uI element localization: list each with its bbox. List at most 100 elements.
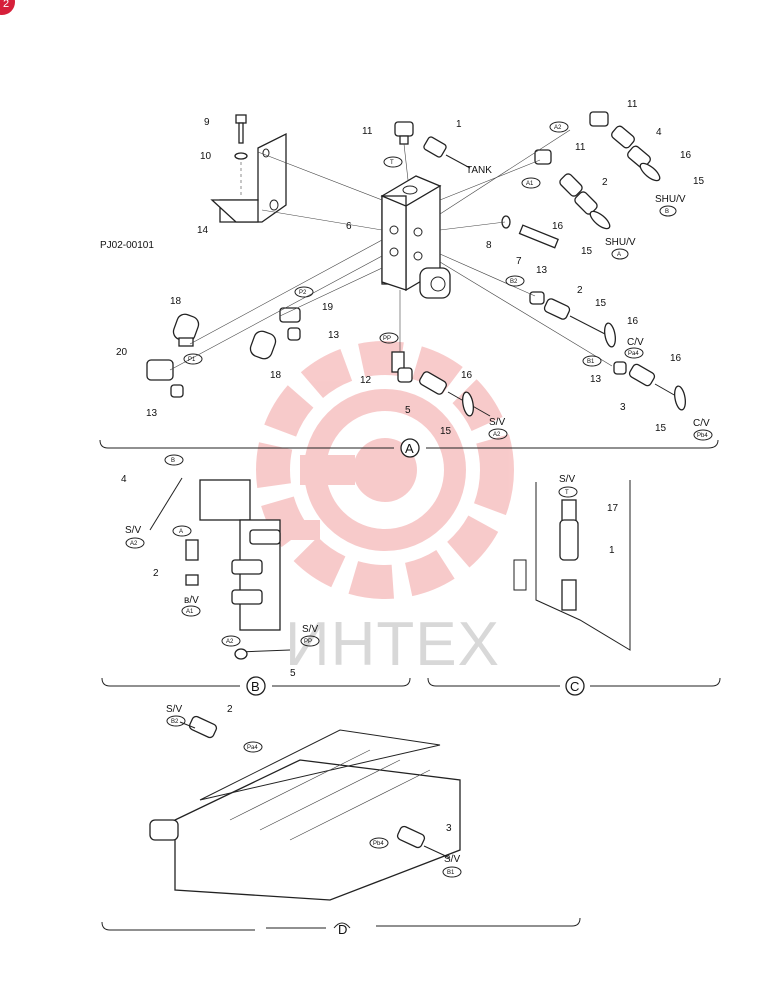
part-labels-d: S/V 2 3 S/V: [166, 704, 460, 865]
svg-text:18: 18: [170, 296, 182, 307]
svg-text:D: D: [338, 922, 347, 937]
svg-text:14: 14: [197, 225, 209, 236]
svg-text:B1: B1: [587, 359, 595, 365]
svg-text:B: B: [171, 458, 175, 464]
svg-text:A2: A2: [493, 432, 501, 438]
svg-text:4: 4: [656, 127, 662, 138]
section-a-divider: A: [99, 438, 719, 458]
svg-text:S/V: S/V: [302, 624, 318, 635]
port-tags: T A2 A1 B2 P2 P1 PP B1 Pa4 Pb4 A2 A B: [183, 121, 713, 441]
svg-text:16: 16: [670, 353, 682, 364]
svg-text:15: 15: [595, 298, 607, 309]
svg-text:16: 16: [552, 221, 564, 232]
svg-text:A: A: [179, 529, 183, 535]
svg-text:B2: B2: [171, 719, 179, 725]
svg-text:6: 6: [346, 221, 352, 232]
svg-text:C: C: [570, 679, 579, 694]
svg-text:15: 15: [440, 426, 452, 437]
svg-text:A1: A1: [526, 181, 534, 187]
part-labels-a: 9 9 10 14 11 1 TANK 6 11 11 4 16 15 SHU/…: [116, 99, 710, 437]
svg-text:B: B: [251, 679, 260, 694]
section-c-divider: C: [427, 676, 721, 696]
svg-text:SHU/V: SHU/V: [655, 194, 686, 205]
svg-text:13: 13: [536, 265, 548, 276]
watermark-gear-icon: [256, 341, 514, 599]
svg-text:13: 13: [146, 408, 158, 419]
svg-text:10: 10: [200, 151, 212, 162]
svg-text:16: 16: [461, 370, 473, 381]
assembly-lines: [169, 129, 613, 371]
svg-text:S/V: S/V: [125, 525, 141, 536]
svg-text:3: 3: [446, 823, 452, 834]
fittings: [146, 111, 686, 417]
svg-text:Pb4: Pb4: [697, 433, 708, 439]
svg-text:Pb4: Pb4: [373, 841, 384, 847]
section-c-assembly: T: [513, 480, 631, 651]
svg-text:16: 16: [680, 150, 692, 161]
svg-text:2: 2: [577, 285, 583, 296]
svg-text:2: 2: [227, 704, 233, 715]
svg-text:TANK: TANK: [466, 165, 492, 176]
svg-text:19: 19: [322, 302, 334, 313]
svg-text:S/V: S/V: [444, 854, 460, 865]
svg-text:3: 3: [620, 402, 626, 413]
svg-text:20: 20: [116, 347, 128, 358]
valve-block: [380, 175, 451, 299]
part-labels-b: 4 S/V 2 в/V S/V 5: [121, 474, 318, 679]
svg-text:T: T: [565, 490, 569, 496]
svg-text:S/V: S/V: [559, 474, 575, 485]
svg-text:16: 16: [627, 316, 639, 327]
svg-text:S/V: S/V: [166, 704, 182, 715]
svg-text:12: 12: [360, 375, 372, 386]
svg-text:1: 1: [456, 119, 462, 130]
section-b-assembly: B A A2 A1 A2 PP: [125, 454, 320, 660]
bolt-part: [234, 114, 248, 198]
svg-text:2: 2: [153, 568, 159, 579]
svg-text:11: 11: [627, 99, 638, 110]
svg-text:A2: A2: [226, 639, 234, 645]
svg-text:5: 5: [405, 405, 411, 416]
svg-text:A2: A2: [554, 125, 562, 131]
svg-text:9: 9: [204, 117, 210, 128]
svg-text:A: A: [405, 441, 414, 456]
section-b-divider: B: [101, 676, 411, 696]
svg-text:1: 1: [609, 545, 615, 556]
svg-text:B1: B1: [447, 870, 455, 876]
svg-text:A: A: [617, 252, 621, 258]
svg-text:15: 15: [693, 176, 705, 187]
svg-text:13: 13: [590, 374, 602, 385]
svg-text:5: 5: [290, 668, 296, 679]
svg-text:S/V: S/V: [489, 417, 505, 428]
svg-text:13: 13: [328, 330, 340, 341]
svg-text:Pa4: Pa4: [628, 351, 639, 357]
svg-text:8: 8: [486, 240, 492, 251]
svg-text:7: 7: [516, 256, 522, 267]
svg-text:18: 18: [270, 370, 282, 381]
watermark-text: ИНТЕХ: [285, 610, 500, 679]
svg-text:PP: PP: [383, 336, 391, 342]
svg-text:B: B: [665, 209, 669, 215]
diagram-code: PJ02-00101: [100, 240, 154, 251]
svg-text:A1: A1: [186, 609, 194, 615]
svg-text:SHU/V: SHU/V: [605, 237, 636, 248]
svg-text:A2: A2: [130, 541, 138, 547]
svg-text:T: T: [390, 160, 394, 166]
svg-text:15: 15: [655, 423, 667, 434]
svg-text:17: 17: [607, 503, 619, 514]
part-labels-c: S/V 17 1: [559, 474, 619, 556]
svg-text:C/V: C/V: [627, 337, 644, 348]
svg-text:4: 4: [121, 474, 127, 485]
svg-text:11: 11: [575, 142, 586, 153]
section-d-assembly: B2 Pa4 Pb4 B1: [149, 715, 462, 901]
page-badge: 2: [0, 0, 15, 15]
svg-text:P1: P1: [188, 357, 196, 363]
svg-text:C/V: C/V: [693, 418, 710, 429]
svg-text:11: 11: [362, 126, 373, 137]
svg-text:2: 2: [602, 177, 608, 188]
svg-text:P2: P2: [299, 290, 307, 296]
svg-text:PP: PP: [304, 639, 312, 645]
section-d-divider: D: [101, 917, 581, 937]
svg-text:Pa4: Pa4: [247, 745, 258, 751]
